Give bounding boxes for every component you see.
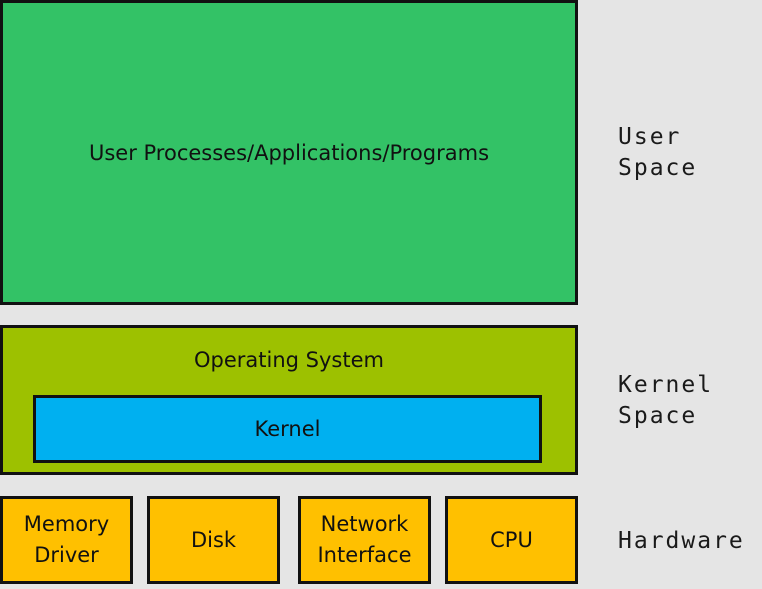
user-space-side-label: User Space [618, 124, 698, 181]
network-interface-label: Network Interface [317, 512, 412, 567]
hardware-side-label: Hardware [618, 528, 745, 554]
kernel-label: Kernel [254, 417, 321, 441]
cpu-label: CPU [490, 527, 533, 552]
kernel-box: Kernel [33, 395, 542, 463]
disk-box: Disk [147, 496, 280, 584]
memory-driver-label: Memory Driver [23, 512, 110, 567]
network-interface-box: Network Interface [298, 496, 431, 584]
kernel-space-side-label: Kernel Space [618, 372, 714, 429]
memory-driver-box: Memory Driver [0, 496, 133, 584]
user-processes-label: User Processes/Applications/Programs [88, 140, 490, 165]
operating-system-label: Operating System [194, 348, 384, 372]
user-processes-box: User Processes/Applications/Programs [0, 0, 578, 305]
disk-label: Disk [190, 527, 237, 552]
operating-system-box: Operating System Kernel [0, 325, 578, 475]
cpu-box: CPU [445, 496, 578, 584]
